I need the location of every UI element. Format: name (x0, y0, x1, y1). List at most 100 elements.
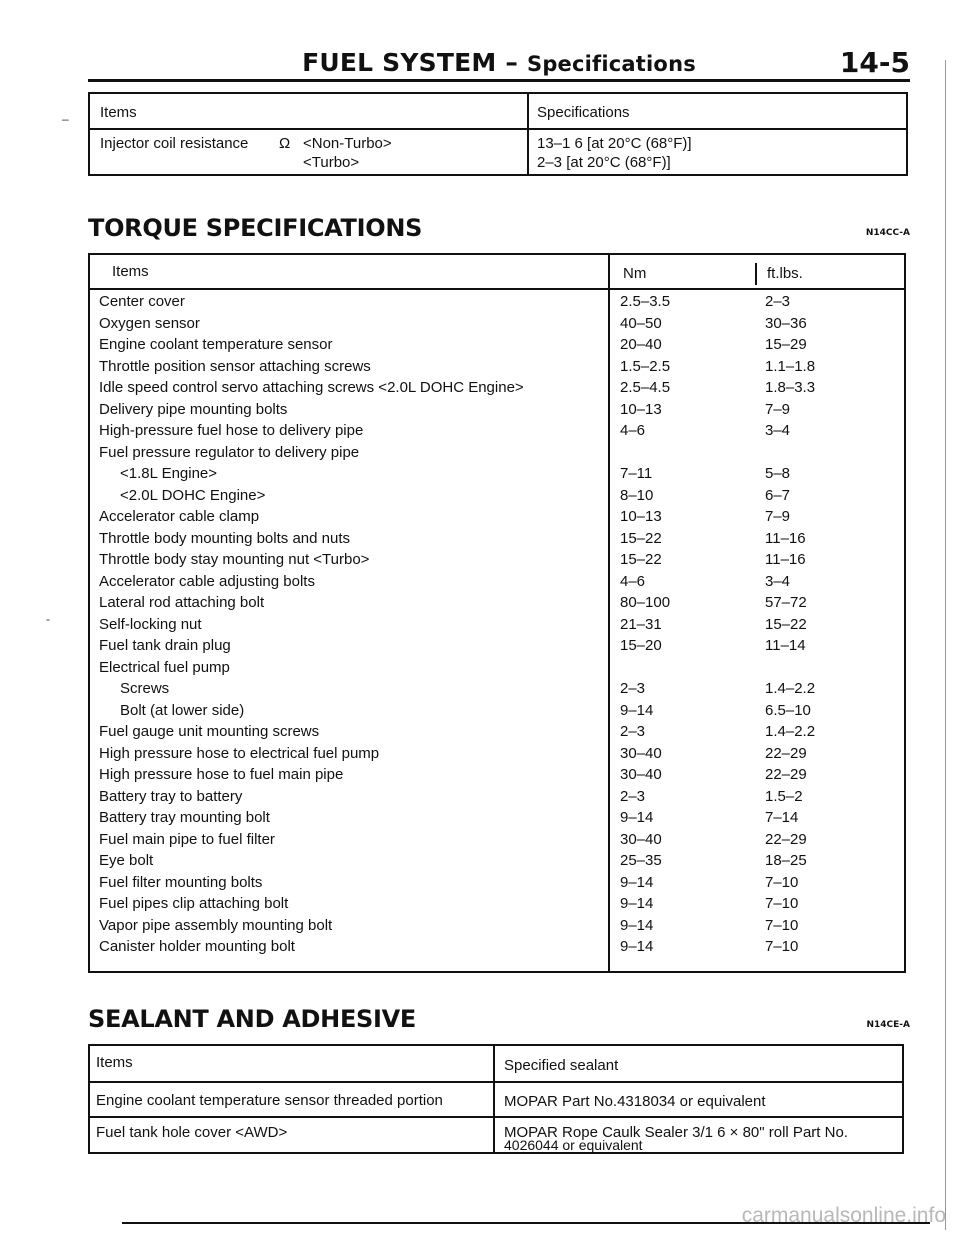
torque-nm: 9–14 (620, 873, 654, 891)
torque-section-code: N14CC-A (865, 228, 910, 238)
table-row: Electrical fuel pump (90, 657, 904, 678)
torque-item: Lateral rod attaching bolt (99, 594, 265, 611)
torque-item: Accelerator cable adjusting bolts (99, 572, 315, 590)
torque-ftlbs: 7–10 (765, 895, 799, 912)
table-row: Accelerator cable clamp 10–13 7–9 (90, 506, 904, 527)
sealant-header-rule (90, 1081, 902, 1083)
torque-item: Oxygen sensor (99, 314, 200, 332)
torque-header-nm: Nm (623, 265, 647, 282)
torque-item: High pressure hose to electrical fuel pu… (99, 744, 380, 762)
spec-row-variant: <Non-Turbo> (303, 135, 392, 152)
torque-ftlbs: 7–9 (765, 508, 791, 525)
torque-nm: 15–20 (620, 637, 662, 654)
torque-nm: 9–14 (620, 916, 654, 934)
torque-ftlbs: 5–8 (765, 465, 791, 482)
torque-ftlbs: 22–29 (765, 766, 807, 783)
torque-item: Throttle position sensor attaching screw… (99, 357, 371, 375)
torque-item: Accelerator cable clamp (99, 508, 260, 525)
table-row: Lateral rod attaching bolt 80–100 57–72 (90, 592, 904, 613)
torque-nm: 2.5–4.5 (620, 379, 671, 396)
torque-item: <2.0L DOHC Engine> (120, 486, 266, 504)
table-row: Fuel pipes clip attaching bolt 9–14 7–10 (90, 893, 904, 914)
table-row: High pressure hose to fuel main pipe 30–4… (90, 764, 904, 785)
torque-item: Canister holder mounting bolt (99, 938, 295, 955)
torque-header-items: Items (112, 263, 149, 280)
header-rule (88, 79, 910, 82)
table-row: High-pressure fuel hose to delivery pipe… (90, 420, 904, 441)
page-header: FUEL SYSTEM – Specifications 14-5 (88, 46, 910, 82)
sealant-header-sealant: Specified sealant (504, 1057, 619, 1074)
torque-nm: 7–11 (620, 465, 653, 482)
torque-ftlbs: 6.5–10 (765, 701, 811, 719)
sealant-row-item: Engine coolant temperature sensor thread… (96, 1092, 443, 1109)
torque-ftlbs: 22–29 (765, 744, 807, 762)
torque-nm: 30–40 (620, 830, 662, 848)
torque-item: Fuel filter mounting bolts (99, 873, 263, 891)
torque-col-divider-nm (608, 255, 610, 971)
torque-item: Fuel tank drain plug (99, 637, 231, 654)
sealant-section-title: SEALANT AND ADHESIVE (88, 1005, 417, 1033)
torque-ftlbs: 7–10 (765, 938, 799, 955)
spec-header-specs: Specifications (537, 104, 630, 121)
torque-ftlbs: 18–25 (765, 852, 807, 869)
torque-item: Fuel pipes clip attaching bolt (99, 895, 289, 912)
sealant-row-value: MOPAR Rope Caulk Sealer 3/1 6 × 80" roll… (504, 1124, 848, 1141)
torque-nm: 9–14 (620, 938, 654, 955)
spec-col-divider (527, 94, 529, 174)
torque-nm: 1.5–2.5 (620, 357, 671, 375)
torque-nm: 9–14 (620, 701, 654, 719)
sealant-row-value: MOPAR Part No.4318034 or equivalent (504, 1093, 766, 1110)
torque-ftlbs: 57–72 (765, 594, 807, 611)
torque-nm: 20–40 (620, 336, 662, 353)
torque-nm: 25–35 (620, 852, 662, 869)
margin-mark: – (62, 112, 69, 126)
torque-nm: 9–14 (620, 895, 654, 912)
torque-item: Fuel gauge unit mounting screws (99, 723, 320, 740)
torque-nm: 2–3 (620, 680, 646, 697)
sealant-section-code: N14CE-A (866, 1020, 910, 1030)
torque-ftlbs: 11–16 (765, 529, 806, 547)
table-row: High pressure hose to electrical fuel pu… (90, 743, 904, 764)
spec-row-unit: Ω (279, 135, 291, 152)
torque-nm: 15–22 (620, 551, 662, 568)
torque-nm: 30–40 (620, 766, 662, 783)
torque-ftlbs: 1.5–2 (765, 787, 803, 805)
torque-ftlbs: 22–29 (765, 830, 807, 848)
table-row: Idle speed control servo attaching screw… (90, 377, 904, 398)
torque-ftlbs: 30–36 (765, 314, 807, 332)
torque-ftlbs: 1.1–1.8 (765, 357, 816, 375)
torque-nm: 15–22 (620, 529, 662, 547)
torque-item: Battery tray to battery (99, 787, 243, 805)
torque-item: Throttle body stay mounting nut <Turbo> (99, 551, 370, 568)
torque-nm: 4–6 (620, 422, 646, 439)
torque-ftlbs: 2–3 (765, 293, 791, 310)
torque-header-rule (90, 288, 904, 290)
torque-nm: 10–13 (620, 508, 662, 525)
torque-item: Self-locking nut (99, 615, 202, 633)
torque-ftlbs: 11–16 (765, 551, 806, 568)
spec-row-value: 13–1 6 [at 20°C (68°F)] (537, 135, 692, 152)
torque-nm: 80–100 (620, 594, 671, 611)
page-title: FUEL SYSTEM – Specifications (302, 48, 696, 77)
torque-nm: 4–6 (620, 572, 646, 590)
table-row: Throttle position sensor attaching screw… (90, 356, 904, 377)
torque-item: Delivery pipe mounting bolts (99, 400, 288, 418)
torque-ftlbs: 3–4 (765, 572, 791, 590)
torque-nm: 30–40 (620, 744, 662, 762)
margin-mark: - (46, 612, 50, 626)
torque-item: High pressure hose to fuel main pipe (99, 766, 344, 783)
sealant-header-items: Items (96, 1054, 133, 1071)
spec-table: Items Specifications Injector coil resis… (88, 92, 908, 176)
table-row: Throttle body stay mounting nut <Turbo> 1… (90, 549, 904, 570)
torque-ftlbs: 7–10 (765, 916, 799, 934)
torque-nm: 2.5–3.5 (620, 293, 671, 310)
torque-ftlbs: 1.4–2.2 (765, 680, 816, 697)
torque-section-title: TORQUE SPECIFICATIONS (88, 214, 423, 242)
